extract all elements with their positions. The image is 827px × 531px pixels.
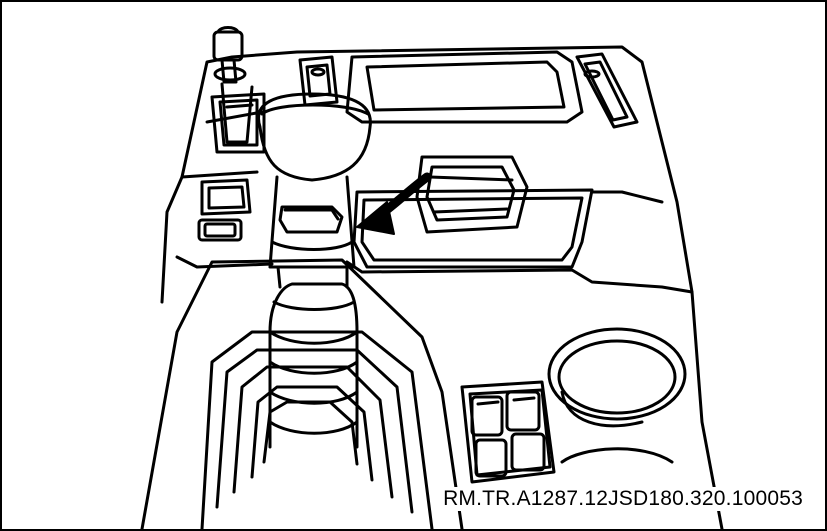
left-vent: [298, 55, 339, 107]
cup-holder: [547, 327, 687, 464]
left-lever-knob: [212, 26, 254, 144]
center-display-panel: [345, 50, 584, 124]
shifter-boot: [140, 258, 464, 529]
switch-pack: [460, 380, 556, 484]
curved-arrow-icon: [356, 172, 432, 235]
shift-lever: [257, 92, 372, 449]
dashboard-housing: [160, 45, 724, 529]
right-vent: [575, 52, 639, 129]
left-switch-bay: [197, 92, 266, 242]
storage-compartment: [352, 155, 594, 269]
figure-reference-code: RM.TR.A1287.12JSD180.320.100053: [441, 487, 805, 511]
shift-lock-button: [278, 205, 344, 234]
